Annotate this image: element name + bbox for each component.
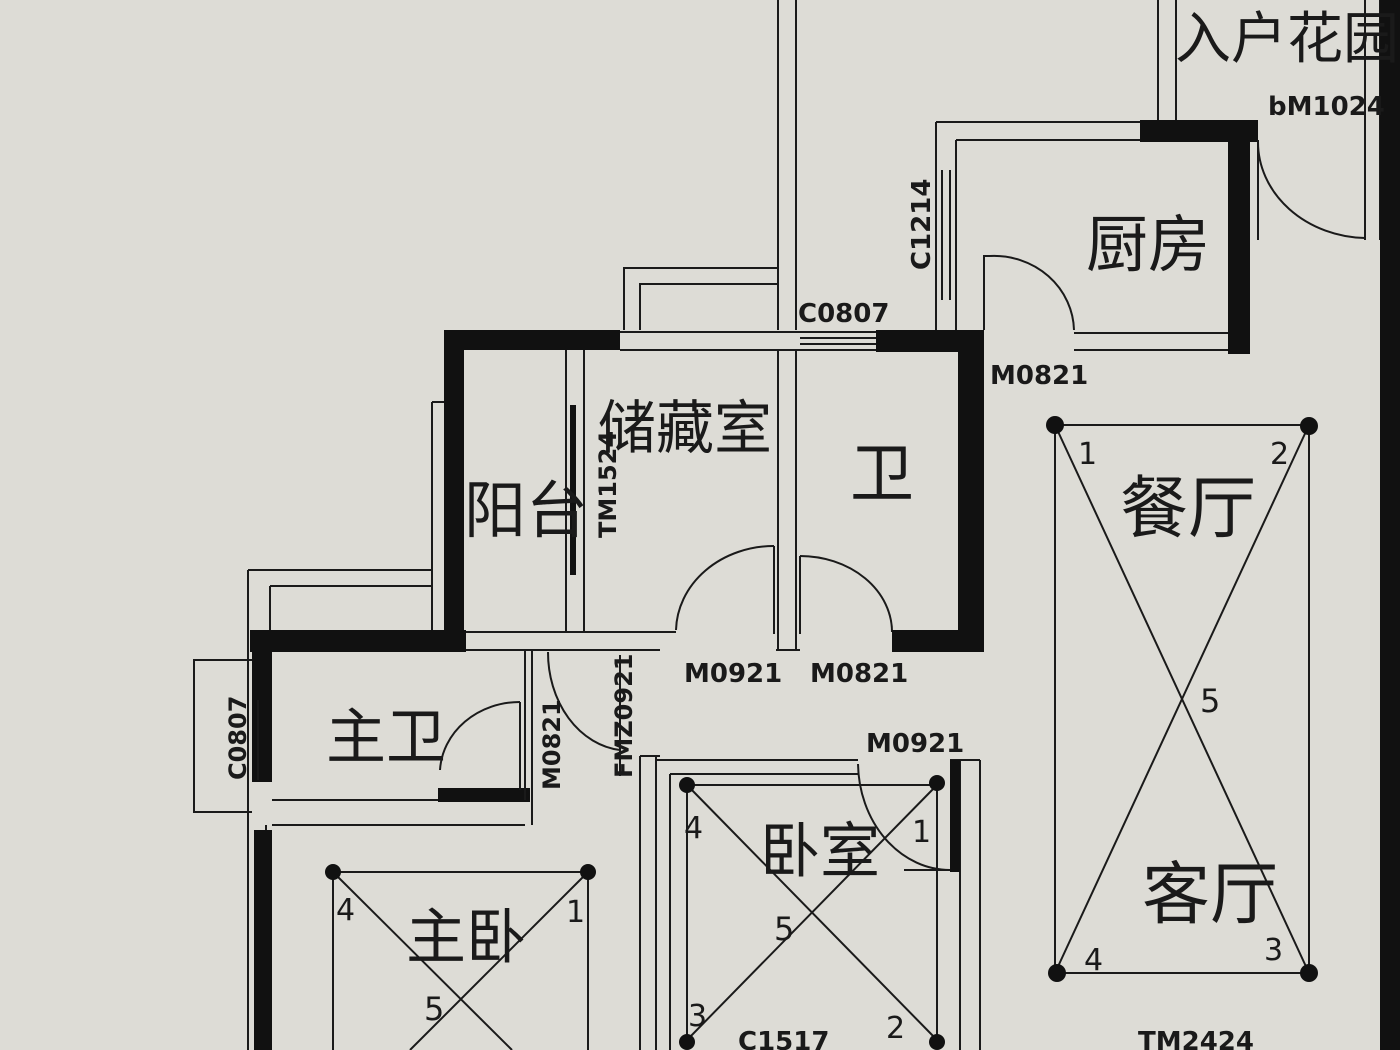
master-bath-walls <box>193 569 660 1050</box>
room-label-dining: 餐厅 <box>1120 470 1256 549</box>
marker-master-4: 4 <box>336 893 355 928</box>
marker-master-1: 1 <box>566 895 585 930</box>
code-m0921-storage: M0921 <box>684 659 782 689</box>
code-c1517: C1517 <box>738 1027 829 1050</box>
room-label-master-bedroom: 主卧 <box>406 903 526 973</box>
master-bedroom-walls <box>254 825 596 1050</box>
code-tm1524: TM1524 <box>594 431 622 538</box>
marker-master-5: 5 <box>424 990 444 1028</box>
bedroom-walls <box>639 755 981 1050</box>
code-c0807-top: C0807 <box>798 299 889 329</box>
living-dining-frame <box>1046 416 1318 982</box>
kitchen-walls <box>935 120 1366 354</box>
marker-bedroom-5: 5 <box>774 910 794 948</box>
code-fmz0921: FMZ0921 <box>610 654 638 778</box>
code-bm1024: bM1024 <box>1268 92 1385 122</box>
room-label-entry-garden: 入户花园 <box>1175 7 1399 72</box>
room-label-balcony: 阳台 <box>464 474 588 547</box>
marker-bedroom-4: 4 <box>684 811 703 846</box>
marker-living-1: 1 <box>1078 437 1097 472</box>
room-label-kitchen: 厨房 <box>1086 208 1210 281</box>
marker-living-5: 5 <box>1200 682 1220 720</box>
marker-bedroom-3: 3 <box>688 999 707 1034</box>
room-label-living: 客厅 <box>1142 856 1278 935</box>
upper-walls <box>623 0 1400 1050</box>
marker-living-4: 4 <box>1084 943 1103 978</box>
code-m0821-kitchen: M0821 <box>990 361 1088 391</box>
marker-living-2: 2 <box>1270 437 1289 472</box>
room-label-bedroom: 卧室 <box>760 817 880 887</box>
code-m0921-bedroom: M0921 <box>866 729 964 759</box>
marker-bedroom-1: 1 <box>912 815 931 850</box>
room-label-bath: 卫 <box>850 438 914 512</box>
storage-bath-walls <box>431 330 984 652</box>
marker-living-3: 3 <box>1264 933 1283 968</box>
room-label-master-bath: 主卫 <box>326 703 446 773</box>
room-label-storage: 储藏室 <box>598 394 772 462</box>
code-c1214: C1214 <box>907 179 937 270</box>
marker-bedroom-2: 2 <box>886 1011 905 1046</box>
code-m0821-bath: M0821 <box>810 659 908 689</box>
code-c0807-left: C0807 <box>224 696 252 780</box>
code-m0821-vertical: M0821 <box>538 699 566 790</box>
code-tm2424: TM2424 <box>1138 1027 1254 1050</box>
